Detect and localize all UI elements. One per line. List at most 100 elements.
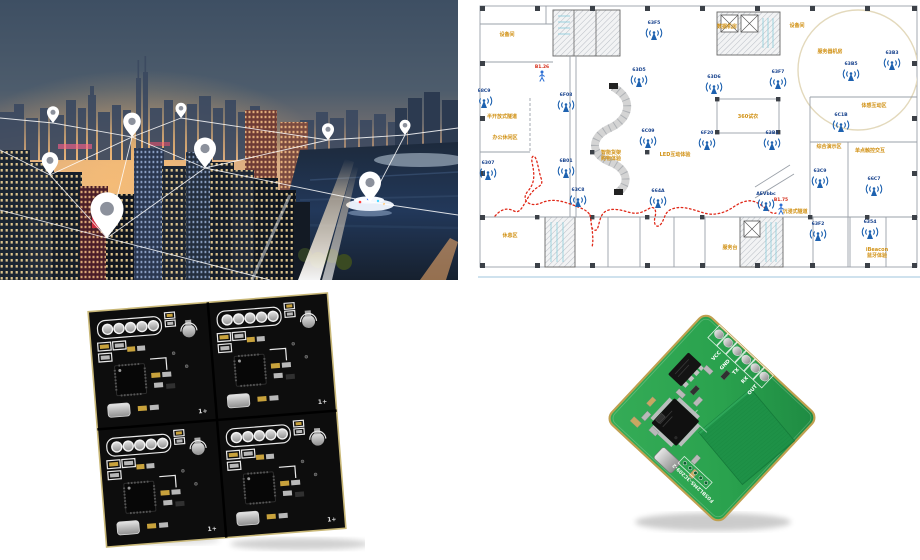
svg-text:63B5: 63B5 bbox=[844, 61, 857, 67]
beacon-icon: 68C9 bbox=[478, 88, 493, 108]
pad-silk bbox=[707, 324, 729, 347]
svg-text:63F2: 63F2 bbox=[812, 221, 825, 227]
beacon-icon: 6F20 bbox=[698, 130, 716, 150]
room-label: 沉浸式隧道 bbox=[782, 208, 807, 215]
beacon-icon: 66C7 bbox=[865, 176, 883, 196]
network-line bbox=[52, 122, 133, 138]
network-line bbox=[369, 201, 458, 216]
beacon-icon: 6307 bbox=[479, 160, 497, 180]
network-line bbox=[180, 117, 329, 141]
regulator-ic bbox=[668, 352, 704, 388]
main-ic bbox=[650, 397, 701, 448]
svg-text:6F08: 6F08 bbox=[560, 92, 573, 98]
castellated-pad bbox=[723, 337, 733, 348]
pin-network-lines bbox=[0, 117, 458, 280]
svg-text:1+: 1+ bbox=[327, 516, 337, 524]
room-labels: 设备间数据机房设备间服务器机房半开放式隧道办公休闲区360试衣智能货架购物体验L… bbox=[487, 22, 889, 259]
beacon-icon: 63F5 bbox=[645, 20, 663, 40]
network-line bbox=[106, 237, 271, 280]
svg-text:63B1: 63B1 bbox=[765, 130, 778, 136]
map-pin-icon bbox=[399, 119, 411, 135]
city-network-photo bbox=[0, 0, 458, 280]
map-pin-icon bbox=[90, 192, 124, 238]
svg-text:63F7: 63F7 bbox=[772, 69, 785, 75]
svg-text:6C09: 6C09 bbox=[642, 128, 655, 134]
pad-silk bbox=[734, 349, 756, 372]
round-room bbox=[797, 9, 917, 131]
svg-text:1+: 1+ bbox=[207, 525, 217, 533]
pad-silk bbox=[725, 341, 747, 364]
s-curve-walkway bbox=[591, 83, 632, 196]
interior-walls bbox=[480, 6, 918, 267]
svg-text:664A: 664A bbox=[651, 188, 665, 194]
antenna-patch bbox=[698, 388, 796, 486]
map-pin-icon bbox=[321, 123, 335, 140]
svg-text:1+: 1+ bbox=[198, 408, 208, 416]
building-cores bbox=[544, 9, 784, 268]
network-line bbox=[131, 117, 182, 138]
svg-text:66C7: 66C7 bbox=[868, 176, 881, 182]
beacon-icon: AEVbbc bbox=[756, 191, 776, 211]
city-scene bbox=[0, 0, 458, 280]
network-line bbox=[131, 136, 206, 169]
beacon-icon: 63C9 bbox=[811, 168, 829, 188]
plated-hole bbox=[703, 480, 709, 485]
beacon-icon: 664A bbox=[649, 188, 667, 208]
svg-text:1+: 1+ bbox=[318, 398, 328, 406]
network-line bbox=[327, 134, 406, 141]
room-label: 单点触控交互 bbox=[855, 147, 885, 154]
beacon-icon: 63D6 bbox=[705, 74, 723, 94]
rf-module: 1+ bbox=[216, 301, 328, 409]
room-label: 体感互动区 bbox=[861, 102, 886, 109]
pad-silk bbox=[752, 366, 774, 389]
room-label: 休息区 bbox=[501, 232, 517, 239]
svg-text:6F20: 6F20 bbox=[701, 130, 714, 136]
svg-text:63C9: 63C9 bbox=[814, 168, 827, 174]
black-pcb: 1+ 1+ 1+ 1+ bbox=[87, 292, 365, 550]
shadow bbox=[230, 538, 365, 550]
columns bbox=[480, 6, 917, 268]
room-label: 设备间 bbox=[499, 31, 514, 38]
plated-hole bbox=[682, 461, 688, 466]
beacons: 68C963076F086B0163C86C09664A63D563F563D6… bbox=[478, 20, 901, 241]
svg-text:6C1B: 6C1B bbox=[834, 112, 848, 118]
map-pin-icon bbox=[123, 112, 141, 137]
network-line bbox=[0, 117, 54, 124]
map-pin-icon bbox=[359, 171, 381, 202]
plated-hole bbox=[688, 465, 693, 471]
shadow bbox=[635, 513, 791, 531]
network-line bbox=[204, 167, 371, 203]
rf-module: 1+ bbox=[106, 429, 217, 536]
map-pin-icon bbox=[41, 152, 59, 175]
buildings-foreground bbox=[0, 148, 352, 280]
rf-module: 1+ bbox=[225, 419, 337, 526]
svg-text:6307: 6307 bbox=[482, 160, 495, 166]
plan-footer-line bbox=[478, 276, 920, 278]
castellated-pad bbox=[750, 363, 761, 373]
crystal bbox=[653, 447, 681, 474]
plated-hole bbox=[693, 470, 698, 476]
svg-text:AEVbbc: AEVbbc bbox=[756, 191, 776, 197]
room-label: 360试衣 bbox=[738, 113, 758, 120]
room-label: 设备间 bbox=[789, 22, 804, 29]
beacon-icon: 63C8 bbox=[569, 187, 587, 207]
svg-text:63B3: 63B3 bbox=[885, 50, 898, 56]
room-label: 数据机房 bbox=[717, 23, 737, 30]
room-label: 综合演示区 bbox=[816, 143, 841, 150]
castellated-pad bbox=[741, 354, 752, 365]
rf-module: 1+ bbox=[96, 311, 208, 418]
pin-label: TX bbox=[731, 367, 740, 377]
svg-text:6354: 6354 bbox=[864, 219, 877, 225]
beacon-icon: 63B3 bbox=[883, 50, 901, 70]
room-label: LED互动体验 bbox=[660, 151, 691, 158]
pcb-panel: 1+ 1+ 1+ 1+ bbox=[87, 292, 347, 548]
svg-text:6B01: 6B01 bbox=[559, 158, 572, 164]
castellated-pad bbox=[732, 346, 742, 356]
map-pin-icon bbox=[194, 137, 216, 168]
pin-markers bbox=[41, 102, 411, 238]
network-line bbox=[404, 127, 458, 136]
